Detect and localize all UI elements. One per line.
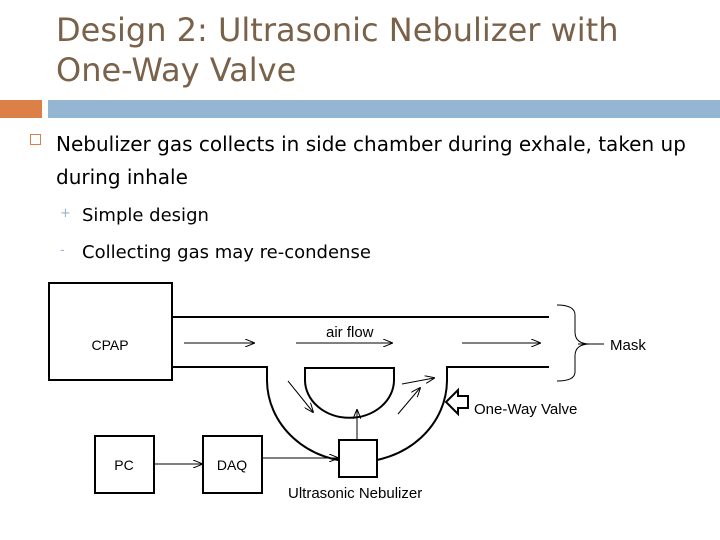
plus-bullet-icon: + <box>60 206 71 221</box>
flow-arrow-down-left <box>287 380 313 412</box>
nebulizer-label: Ultrasonic Nebulizer <box>288 485 422 502</box>
daq-box <box>202 435 263 494</box>
title-divider-bar <box>48 100 720 118</box>
minus-bullet-icon: - <box>60 243 65 258</box>
sub-bullet-item: + Simple design <box>60 204 660 232</box>
daq-label: DAQ <box>217 457 247 473</box>
mask-brace <box>556 304 591 382</box>
chamber-divider-arc <box>304 379 395 419</box>
square-bullet-icon <box>30 134 41 145</box>
flow-arrow-up-right <box>397 388 420 415</box>
valve-label: One-Way Valve <box>474 401 577 418</box>
sub-bullet-text: Collecting gas may re-condense <box>82 242 371 263</box>
cpap-label: CPAP <box>91 337 128 353</box>
cpap-box <box>48 282 173 381</box>
chamber-divider <box>304 367 395 380</box>
valve-pointer-icon <box>444 387 469 417</box>
bullet-text: Nebulizer gas collects in side chamber d… <box>56 132 686 189</box>
flow-arrow-out <box>401 378 434 385</box>
title-accent-bar <box>0 100 42 118</box>
nebulizer-box <box>338 439 378 478</box>
mask-label: Mask <box>610 337 646 354</box>
pc-label: PC <box>114 457 133 473</box>
sub-bullet-item: - Collecting gas may re-condense <box>60 241 660 269</box>
sub-bullet-text: Simple design <box>82 205 209 226</box>
slide-title: Design 2: Ultrasonic Nebulizer with One-… <box>56 11 619 89</box>
air-flow-label: air flow <box>326 324 374 341</box>
